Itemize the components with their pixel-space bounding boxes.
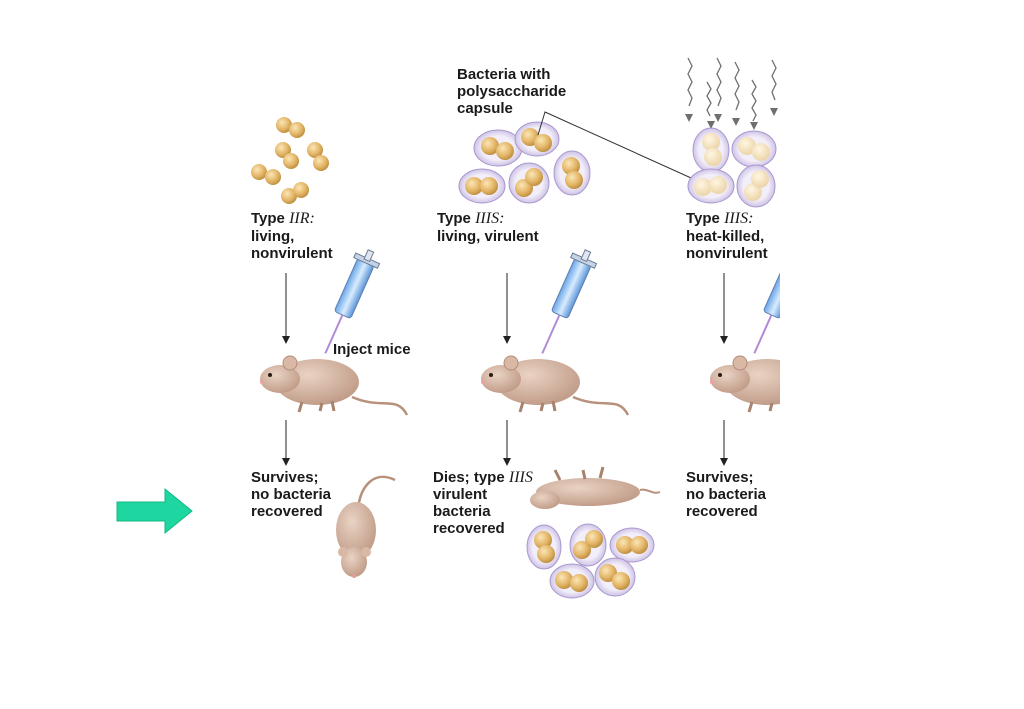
syringe-icon	[753, 258, 780, 354]
col3-desc-1: heat-killed,	[686, 228, 765, 245]
col1-type-label: Type IIR:	[251, 210, 315, 227]
syringe-icon	[541, 249, 598, 354]
iiis-bacteria-cluster	[458, 121, 591, 204]
col1-outcome-3: recovered	[251, 503, 323, 520]
mouse-icon	[260, 355, 409, 416]
pointer-arrow-icon	[116, 487, 193, 535]
col2-desc-1: living, virulent	[437, 228, 539, 245]
callout-line-1: Bacteria with	[457, 66, 551, 83]
recovered-bacteria-cluster	[526, 523, 655, 599]
col3-desc-2: nonvirulent	[686, 245, 768, 262]
mouse-icon	[710, 355, 780, 413]
heat-killed-bacteria-cluster	[687, 127, 777, 208]
diagram-clip: Bacteria with polysaccharide capsule Typ…	[251, 57, 780, 599]
heat-arrowheads	[685, 108, 778, 130]
process-arrows	[282, 273, 728, 466]
col2-outcome-4: recovered	[433, 520, 505, 537]
heat-wavy-arrows	[687, 57, 777, 122]
col1-desc-2: nonvirulent	[251, 245, 333, 262]
col2-outcome-2: virulent	[433, 486, 488, 503]
col2-outcome-3: bacteria	[433, 503, 491, 520]
mouse-icon	[481, 355, 630, 416]
diagram-graphics	[251, 57, 780, 599]
syringe-icon	[324, 249, 381, 354]
col2-outcome-1: Dies; type IIIS	[433, 469, 533, 486]
dead-mouse-icon	[530, 466, 661, 509]
col3-type-label: Type IIIS:	[686, 210, 754, 227]
col1-outcome-1: Survives;	[251, 469, 319, 486]
callout-leader-line	[537, 111, 701, 183]
col1-desc-1: living,	[251, 228, 295, 245]
surviving-mouse-icon	[336, 475, 396, 578]
col2-type-label: Type IIIS:	[437, 210, 505, 227]
col3-outcome-2: no bacteria	[686, 486, 767, 503]
callout-line-2: polysaccharide	[457, 83, 567, 100]
col1-outcome-2: no bacteria	[251, 486, 332, 503]
inject-mice-label: Inject mice	[333, 341, 411, 358]
iir-bacteria-cluster	[251, 117, 329, 204]
callout-line-3: capsule	[457, 100, 513, 117]
col3-outcome-3: recovered	[686, 503, 758, 520]
col3-outcome-1: Survives;	[686, 469, 754, 486]
